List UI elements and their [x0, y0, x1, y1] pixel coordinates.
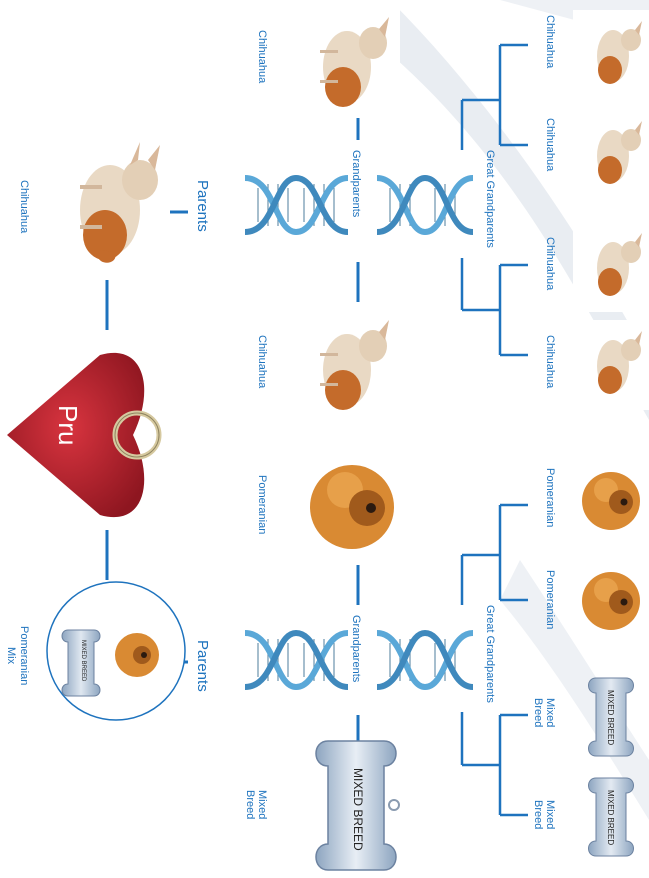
right-great-4-breed: Mixed Breed: [532, 800, 556, 830]
chihuahua-grandparent-2-image: [320, 320, 389, 410]
mixed-breed-tag-small: [61, 629, 101, 697]
right-great-1-breed: Pomeranian: [544, 468, 556, 528]
chihuahua-parent-image: [80, 142, 160, 263]
pomeranian-great-2-image: [582, 572, 640, 630]
mixed-breed-tag-great-2-text: MIXED BREED: [606, 790, 615, 846]
pomeranian-great-1-image: [582, 472, 640, 530]
left-great-grandparents-label: Great Grandparents: [484, 150, 496, 248]
chihuahua-great-2-image: [597, 121, 642, 184]
dna-helix-right: [244, 629, 349, 691]
chihuahua-grandparent-1-image: [320, 17, 389, 107]
pomeranian-grandparent-image: [310, 465, 394, 549]
mixed-breed-tag-great-1: [588, 677, 634, 757]
chihuahua-great-4-image: [597, 331, 642, 394]
pomeranian-parent-image: [115, 633, 159, 677]
mixed-breed-tag-large: [315, 740, 400, 871]
left-grandparents-label: Grandparents: [350, 150, 362, 218]
mixed-breed-tag-great-2: [588, 777, 634, 857]
dna-helix-left: [244, 174, 349, 236]
mixed-breed-tag-great-1-text: MIXED BREED: [606, 690, 615, 746]
right-great-3-breed: Mixed Breed: [532, 698, 556, 728]
right-grandparents-label: Grandparents: [350, 615, 362, 683]
dna-helix-right-great: [376, 629, 474, 691]
chihuahua-great-3-image: [597, 233, 642, 296]
chihuahua-great-1-image: [597, 21, 642, 84]
dna-helix-left-great: [376, 174, 474, 236]
right-great-2-breed: Pomeranian: [544, 570, 556, 630]
heart-tag: [7, 352, 162, 518]
right-great-grandparents-label: Great Grandparents: [484, 605, 496, 703]
